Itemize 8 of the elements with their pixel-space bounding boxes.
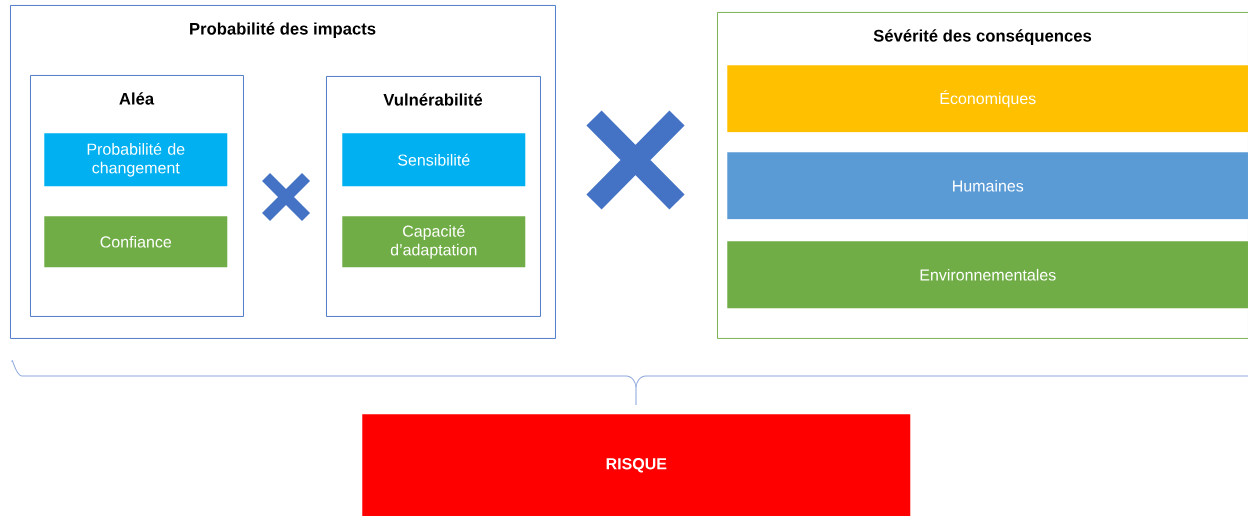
category-box: Capacité d’adaptation bbox=[342, 216, 526, 268]
category-box: Humaines bbox=[727, 152, 1248, 220]
category-box: Environnementales bbox=[727, 241, 1248, 309]
category-box: Sensibilité bbox=[342, 133, 526, 187]
category-box: Probabilité de changement bbox=[44, 133, 228, 187]
category-box: Économiques bbox=[727, 65, 1248, 133]
category-box: RISQUE bbox=[362, 414, 911, 516]
category-box: Confiance bbox=[44, 216, 228, 268]
